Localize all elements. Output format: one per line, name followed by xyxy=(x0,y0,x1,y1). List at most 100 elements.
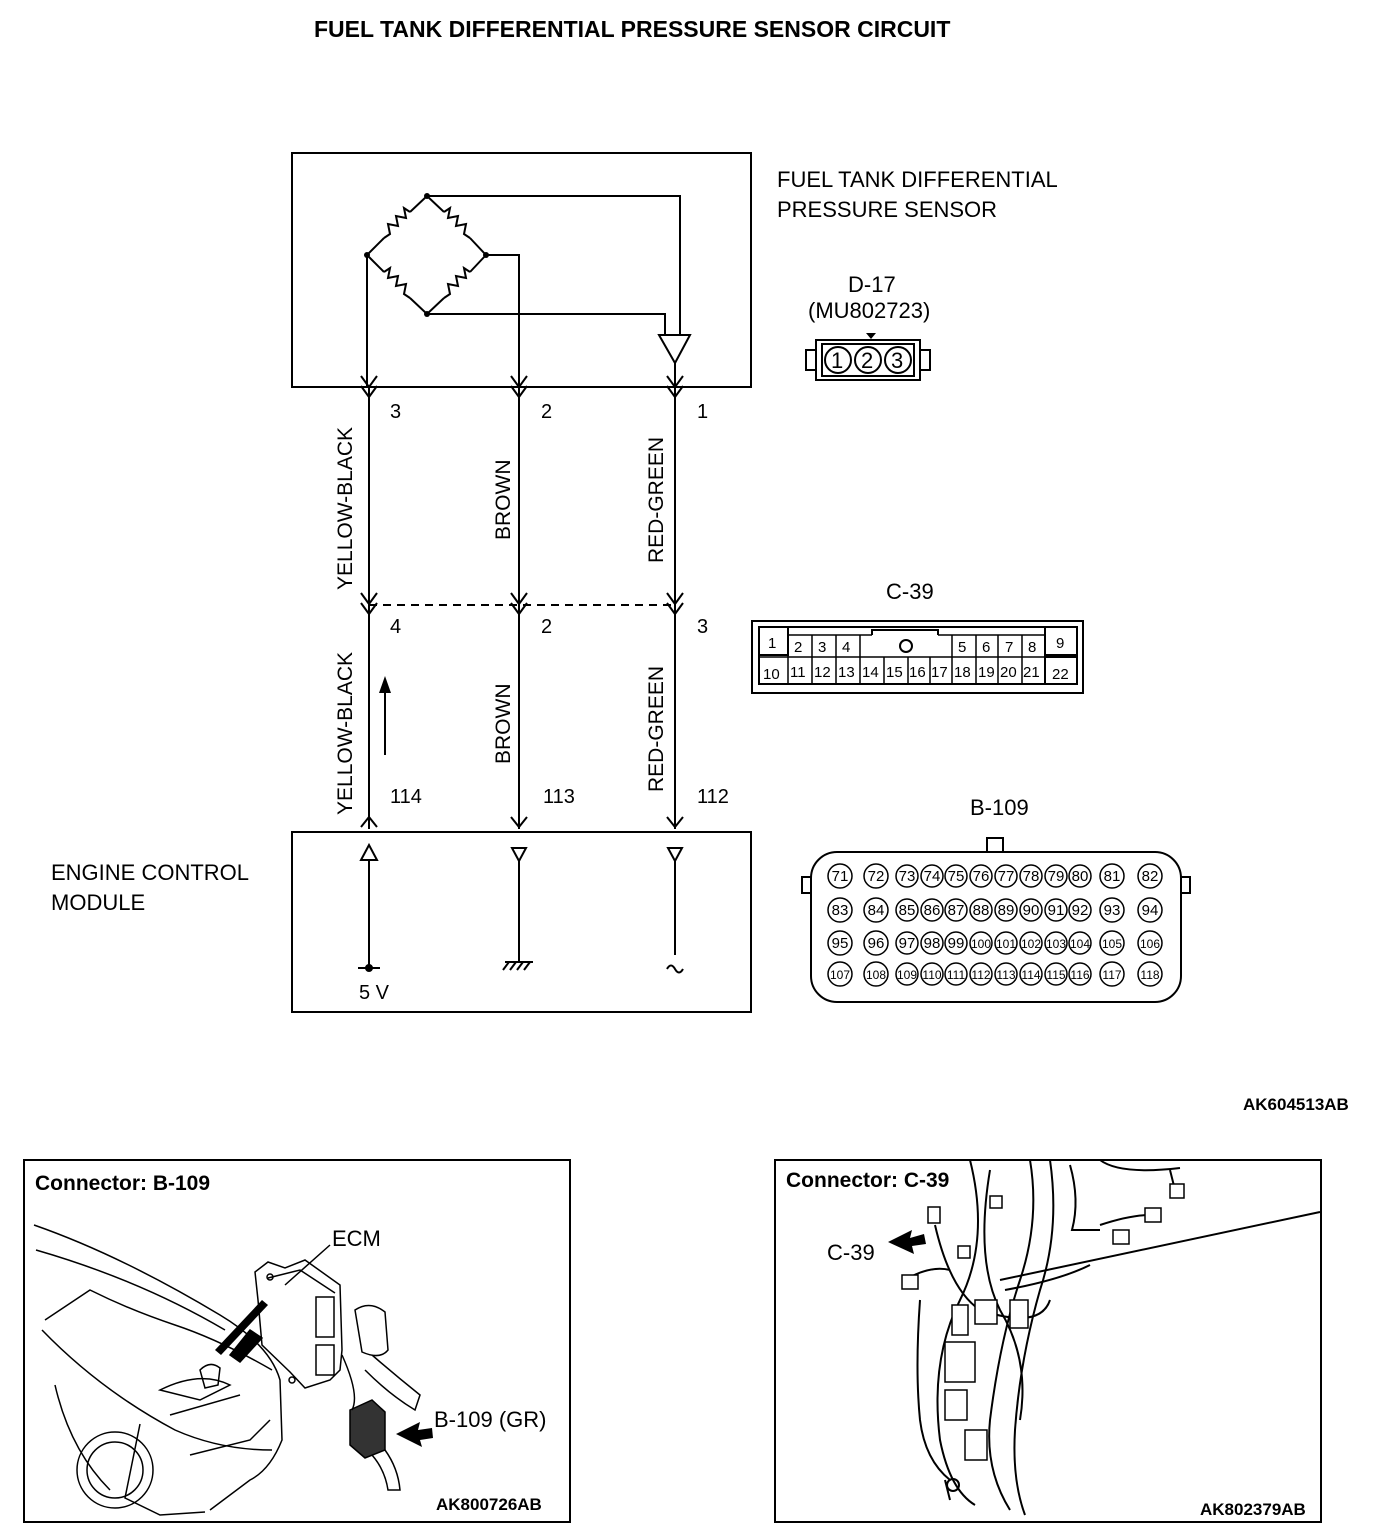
panel-c39: Connector: C-39 C-39 AK802379AB xyxy=(774,1159,1322,1523)
b109-pin-socket xyxy=(863,930,889,956)
b109-pin-label: 109 xyxy=(897,968,917,982)
c39-pin: 13 xyxy=(838,664,855,681)
b109-pin-label: 104 xyxy=(1070,937,1090,951)
b109-pin-socket xyxy=(920,962,944,986)
b109-pin-label: 101 xyxy=(996,937,1016,951)
b109-pin-socket xyxy=(1137,961,1163,987)
panel-c39-connector-label: C-39 xyxy=(827,1240,875,1265)
car-illustration xyxy=(33,1224,283,1516)
b109-pin-label: 95 xyxy=(832,935,849,952)
sensor-label-line1: FUEL TANK DIFFERENTIAL xyxy=(777,167,1058,192)
b109-pin-label: 85 xyxy=(899,902,916,919)
c39-connector-id: C-39 xyxy=(886,579,934,604)
pointer-arrow-icon xyxy=(215,1300,268,1355)
b109-pin-socket xyxy=(1099,897,1125,923)
sensor-pin-3: 3 xyxy=(390,401,401,423)
b109-pin-label: 74 xyxy=(924,868,941,885)
b109-pin-socket xyxy=(1068,864,1092,888)
b109-pin-socket xyxy=(944,864,968,888)
b109-pin-socket xyxy=(944,962,968,986)
ecm-label-line1: ENGINE CONTROL xyxy=(51,860,249,885)
b109-pin-label: 100 xyxy=(971,937,991,951)
b109-pin-label: 115 xyxy=(1046,968,1065,982)
b109-pin-socket xyxy=(827,863,853,889)
panel-b109-ecm-label: ECM xyxy=(332,1226,381,1251)
b109-pin-label: 94 xyxy=(1142,902,1159,919)
b109-pin-label: 112 xyxy=(971,968,990,982)
diagram-title: FUEL TANK DIFFERENTIAL PRESSURE SENSOR C… xyxy=(314,16,950,42)
b109-pin-socket xyxy=(1019,898,1043,922)
b109-pin-socket xyxy=(944,931,968,955)
sensor-label-line2: PRESSURE SENSOR xyxy=(777,197,997,222)
ecm-pin-114: 114 xyxy=(390,786,422,808)
b109-pin-label: 83 xyxy=(832,902,849,919)
b109-pin-socket xyxy=(1019,962,1043,986)
joint-pin-2: 2 xyxy=(541,616,552,638)
b109-pin-socket xyxy=(969,898,993,922)
b109-pin-socket xyxy=(895,898,919,922)
ecm-module-illustration xyxy=(254,1259,421,1491)
panel-c39-heading: Connector: C-39 xyxy=(786,1169,949,1192)
c39-pin: 16 xyxy=(909,664,926,681)
c39-pin: 20 xyxy=(1000,664,1017,681)
panel-c39-code: AK802379AB xyxy=(1200,1500,1306,1519)
b109-pin-socket xyxy=(827,930,853,956)
panel-b109: Connector: B-109 xyxy=(23,1159,571,1523)
b109-pin-socket xyxy=(827,897,853,923)
wire-color-upper-1: YELLOW-BLACK xyxy=(334,427,357,590)
b109-pin-socket xyxy=(1137,930,1163,956)
b109-pin-socket xyxy=(863,961,889,987)
c39-pin: 5 xyxy=(958,639,966,656)
b109-pin-socket xyxy=(1044,898,1068,922)
b109-pin-socket xyxy=(895,864,919,888)
b109-pin-label: 78 xyxy=(1023,868,1040,885)
b109-pin-socket xyxy=(1137,897,1163,923)
sensor-pin-2: 2 xyxy=(541,401,552,423)
b109-pin-label: 117 xyxy=(1102,968,1121,982)
pointer-arrow-icon xyxy=(396,1422,433,1447)
b109-pin-label: 91 xyxy=(1048,902,1065,919)
c39-pin-labels: 1 2 3 4 5 6 7 8 9 10 11 12 13 14 15 16 1… xyxy=(763,635,1069,683)
b109-pin-socket xyxy=(994,931,1018,955)
panel-b109-connector-label: B-109 (GR) xyxy=(434,1407,546,1432)
b109-pin-label: 98 xyxy=(924,935,941,952)
b109-pin-socket xyxy=(969,931,993,955)
b109-pin-label: 88 xyxy=(973,902,990,919)
c39-pin: 14 xyxy=(862,664,879,681)
pointer-arrow-icon xyxy=(888,1230,926,1254)
b109-pin-socket xyxy=(1099,863,1125,889)
wire-color-lower-1: YELLOW-BLACK xyxy=(334,652,357,815)
b109-pin-socket xyxy=(1019,864,1043,888)
b109-connector-id: B-109 xyxy=(970,795,1029,820)
ecm-pin-113: 113 xyxy=(543,786,575,808)
b109-pin-label: 73 xyxy=(899,868,916,885)
c39-pin: 4 xyxy=(842,639,850,656)
b109-pin-label: 71 xyxy=(832,868,849,885)
harness-illustration xyxy=(904,1159,1321,1516)
b109-pin-socket xyxy=(1019,931,1043,955)
b109-pin-label: 113 xyxy=(996,968,1015,982)
sensor-pin-1: 1 xyxy=(697,401,708,423)
b109-pin-label: 72 xyxy=(868,868,885,885)
b109-pin-label: 90 xyxy=(1023,902,1040,919)
joint-pin-3: 3 xyxy=(697,616,708,638)
c39-pin: 10 xyxy=(763,666,780,683)
b109-pin-label: 116 xyxy=(1070,968,1089,982)
b109-pin-label: 87 xyxy=(948,902,965,919)
b109-pin-socket xyxy=(994,962,1018,986)
wire-harness xyxy=(360,375,684,829)
joint-pin-4: 4 xyxy=(390,616,401,638)
c39-pin: 21 xyxy=(1023,664,1040,681)
c39-pin: 7 xyxy=(1005,639,1013,656)
b109-pin-label: 99 xyxy=(948,935,965,952)
c39-pin: 18 xyxy=(954,664,971,681)
b109-pin-label: 79 xyxy=(1048,868,1065,885)
ecm-pin-112: 112 xyxy=(697,786,729,808)
b109-pin-label: 110 xyxy=(922,968,941,982)
b109-pin-label: 96 xyxy=(868,935,885,952)
b109-pin-socket xyxy=(827,961,853,987)
b109-pin-label: 84 xyxy=(868,902,885,919)
wire-color-lower-3: RED-GREEN xyxy=(645,666,668,792)
b109-pin-label: 86 xyxy=(924,902,941,919)
